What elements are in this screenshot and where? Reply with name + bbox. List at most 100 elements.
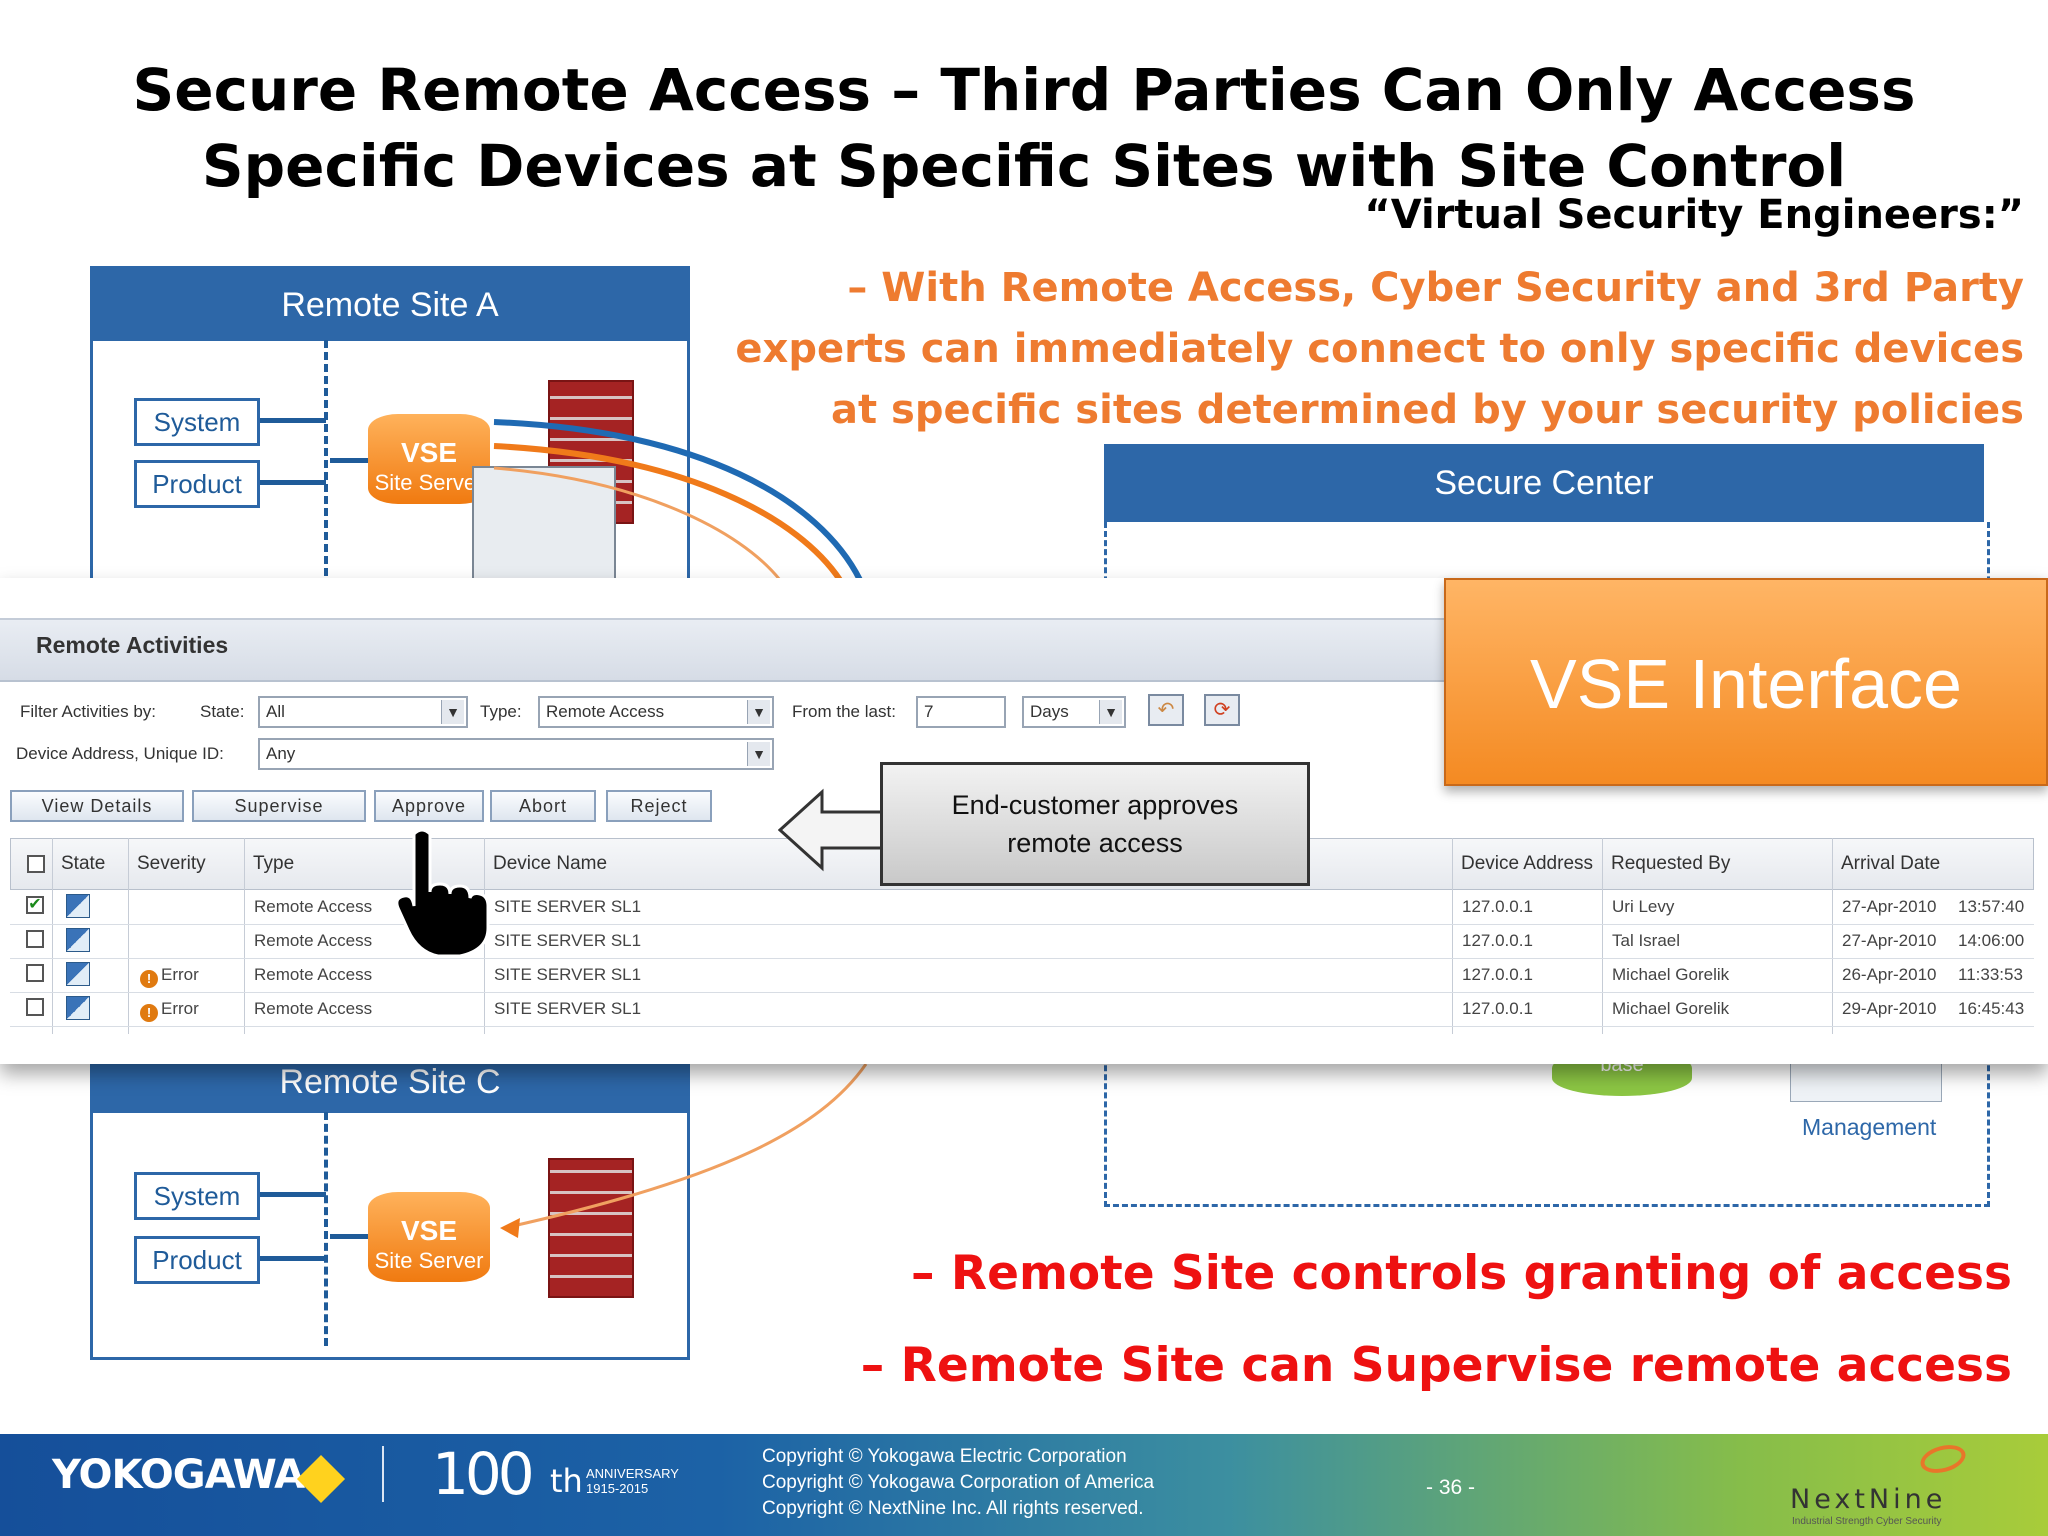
undo-icon[interactable]: ↶ [1148, 694, 1184, 726]
site-a-vse-title: VSE [400, 437, 458, 468]
col-sep [1452, 838, 1453, 1034]
reject-button[interactable]: Reject [606, 790, 712, 822]
anniversary-suffix: th [550, 1462, 583, 1500]
orange-line-3: at specific sites determined by your sec… [830, 387, 2024, 433]
blue-arrow [493, 419, 863, 582]
anniversary-text: ANNIVERSARY 1915-2015 [586, 1466, 679, 1496]
chevron-down-icon: ▼ [747, 742, 770, 766]
unit-select-value: Days [1030, 702, 1069, 721]
state-icon [66, 928, 90, 952]
type-select-value: Remote Access [546, 702, 665, 721]
yokogawa-logo: YOKOGAWA [52, 1452, 305, 1498]
state-select-value: All [266, 702, 285, 721]
orange-line-1: – With Remote Access, Cyber Security and… [847, 265, 2024, 311]
orange-description: – With Remote Access, Cyber Security and… [724, 258, 2024, 441]
chevron-down-icon: ▼ [441, 700, 464, 724]
row-device: SITE SERVER SL1 [494, 965, 642, 984]
col-state[interactable]: State [61, 853, 106, 874]
state-select[interactable]: All ▼ [258, 696, 468, 728]
chevron-down-icon: ▼ [747, 700, 770, 724]
row-date: 27-Apr-2010 [1842, 897, 1937, 916]
callout-box: End-customer approves remote access [880, 762, 1310, 886]
row-severity: !Error [140, 999, 199, 1022]
row-address: 127.0.0.1 [1462, 897, 1533, 916]
row-type: Remote Access [254, 999, 373, 1018]
from-input-value: 7 [924, 702, 934, 721]
row-date: 26-Apr-2010 [1842, 965, 1937, 984]
row-device: SITE SERVER SL1 [494, 999, 642, 1018]
row-checkbox[interactable]: ✔ [26, 896, 44, 914]
site-a-system-box: System [134, 398, 260, 446]
refresh-icon[interactable]: ⟳ [1204, 694, 1240, 726]
row-device: SITE SERVER SL1 [494, 897, 642, 916]
col-device-name[interactable]: Device Name [493, 853, 608, 874]
abort-button[interactable]: Abort [490, 790, 596, 822]
row-address: 127.0.0.1 [1462, 999, 1533, 1018]
table-row[interactable]: ✔ Remote Access SITE SERVER SL1 127.0.0.… [10, 890, 2034, 925]
error-icon: ! [140, 970, 158, 988]
row-requested-by: Michael Gorelik [1612, 965, 1730, 984]
site-a-link-2 [260, 480, 326, 485]
site-c-system-box: System [134, 1172, 260, 1220]
state-icon [66, 894, 90, 918]
site-c-vse-title: VSE [400, 1215, 458, 1246]
remote-site-a-header: Remote Site A [93, 269, 687, 341]
site-c-link-2 [260, 1256, 326, 1261]
from-input[interactable]: 7 [916, 696, 1006, 728]
site-c-firewall-icon [548, 1158, 634, 1298]
state-icon [66, 996, 90, 1020]
col-arrival-date[interactable]: Arrival Date [1841, 853, 1941, 874]
state-icon [66, 962, 90, 986]
site-a-vse-sub: Site Server [374, 470, 484, 495]
supervise-button[interactable]: Supervise [192, 790, 366, 822]
site-c-link-3 [330, 1234, 372, 1239]
title-line-1: Secure Remote Access – Third Parties Can… [132, 56, 1916, 124]
nextnine-logo: NextNine [1790, 1484, 1947, 1515]
callout-line-1: End-customer approves [951, 790, 1239, 820]
table-row[interactable]: !Error Remote Access SITE SERVER SL1 127… [10, 958, 2034, 993]
footer-divider [382, 1446, 384, 1502]
approve-button[interactable]: Approve [374, 790, 484, 822]
table-row[interactable]: !Error Remote Access SITE SERVER SL1 127… [10, 992, 2034, 1027]
vse-heading: “Virtual Security Engineers:” [1364, 192, 2024, 238]
hand-pointer-icon [395, 828, 490, 956]
page-number: - 36 - [1426, 1476, 1476, 1499]
col-sep [244, 838, 245, 1034]
col-requested-by[interactable]: Requested By [1611, 853, 1731, 874]
site-a-window-thumbnail [472, 466, 616, 580]
row-type: Remote Access [254, 965, 373, 984]
site-c-arrowhead [500, 1218, 520, 1238]
row-checkbox[interactable] [26, 930, 44, 948]
vse-interface-badge: VSE Interface [1444, 578, 2048, 786]
col-sep [1602, 838, 1603, 1034]
unit-select[interactable]: Days▼ [1022, 696, 1126, 728]
row-checkbox[interactable] [26, 964, 44, 982]
site-c-vse-sub: Site Server [374, 1248, 484, 1273]
red-point-1: – Remote Site controls granting of acces… [911, 1246, 2012, 1301]
copyright-block: Copyright © Yokogawa Electric Corporatio… [762, 1444, 1154, 1522]
row-type: Remote Access [254, 897, 373, 916]
anniversary-line-1: ANNIVERSARY [586, 1466, 679, 1481]
from-label: From the last: [792, 702, 896, 721]
table-row[interactable]: Remote Access SITE SERVER SL1 127.0.0.1 … [10, 924, 2034, 959]
col-device-address[interactable]: Device Address [1461, 853, 1594, 874]
remote-site-c-header: Remote Site C [93, 1057, 687, 1113]
device-select[interactable]: Any ▼ [258, 738, 774, 770]
select-all-checkbox[interactable] [27, 855, 45, 873]
site-a-product-box: Product [134, 460, 260, 508]
orange-thin-arrow [493, 466, 782, 581]
row-date: 27-Apr-2010 [1842, 931, 1937, 950]
management-thumbnail [1790, 1060, 1942, 1102]
row-date: 29-Apr-2010 [1842, 999, 1937, 1018]
col-severity[interactable]: Severity [137, 853, 206, 874]
site-a-link-1 [260, 418, 326, 423]
col-type[interactable]: Type [253, 853, 295, 874]
row-checkbox[interactable] [26, 998, 44, 1016]
view-details-button[interactable]: View Details [10, 790, 184, 822]
device-select-value: Any [266, 744, 296, 763]
type-select[interactable]: Remote Access ▼ [538, 696, 774, 728]
row-address: 127.0.0.1 [1462, 965, 1533, 984]
secure-center-header: Secure Center [1104, 444, 1984, 522]
row-severity-text: Error [161, 965, 199, 984]
device-label: Device Address, Unique ID: [16, 744, 224, 763]
